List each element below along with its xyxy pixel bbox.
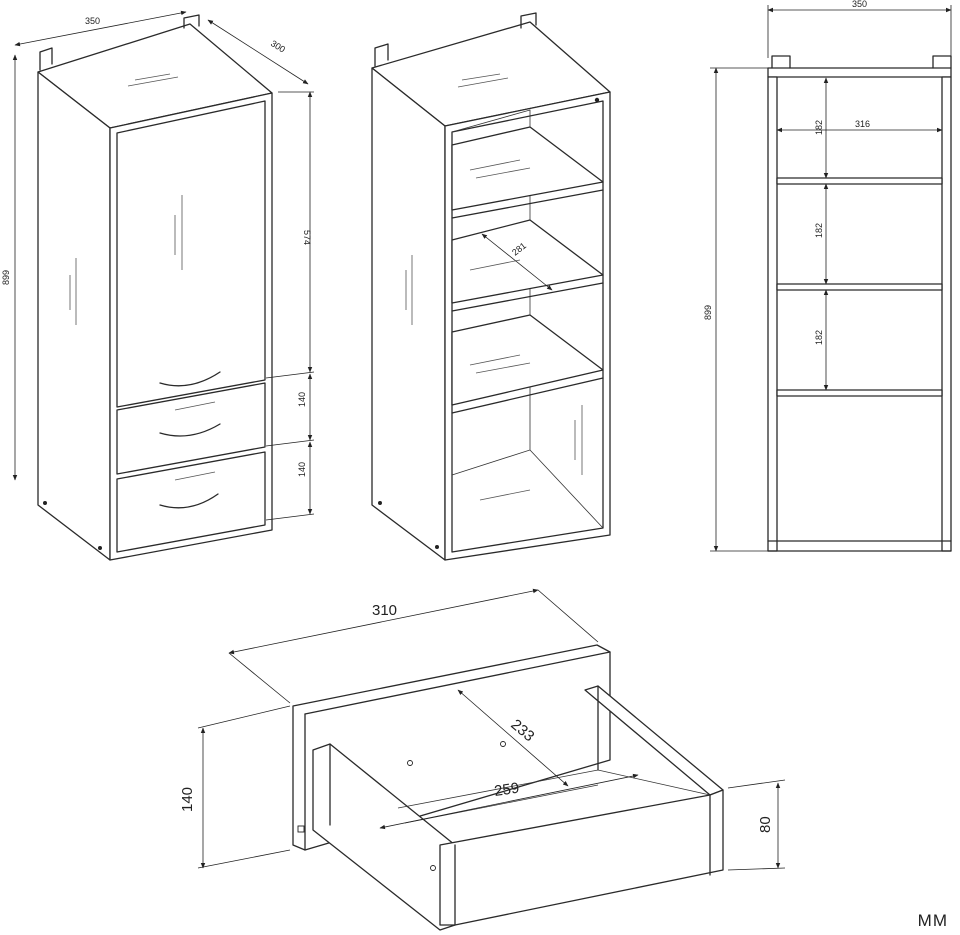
front-view: 350 316 182 182 182 899 — [703, 0, 952, 552]
closed-depth-label: 300 — [269, 38, 287, 54]
compartment-3-label: 182 — [814, 330, 824, 345]
drawer-outer-width-label: 310 — [372, 602, 397, 619]
compartment-1-label: 182 — [814, 120, 824, 135]
drawer-1-height-label: 140 — [297, 392, 307, 407]
closed-height-label: 899 — [1, 270, 11, 285]
front-width-label: 350 — [852, 0, 867, 9]
closed-cabinet-view: 350 300 899 574 140 140 — [1, 10, 315, 561]
closed-width-label: 350 — [85, 16, 100, 26]
door-height-label: 574 — [302, 230, 312, 245]
drawer-front-height-label: 140 — [179, 787, 196, 812]
open-cabinet-view: 281 — [371, 12, 611, 561]
drawer-box-height-label: 80 — [757, 816, 774, 833]
drawer-view: 310 233 259 140 80 — [179, 588, 786, 931]
compartment-2-label: 182 — [814, 223, 824, 238]
drawer-2-height-label: 140 — [297, 462, 307, 477]
unit-label: MM — [917, 911, 948, 930]
inner-width-label: 316 — [855, 119, 870, 129]
front-height-label: 899 — [703, 305, 713, 320]
drawer-inner-width-label: 259 — [493, 780, 520, 800]
